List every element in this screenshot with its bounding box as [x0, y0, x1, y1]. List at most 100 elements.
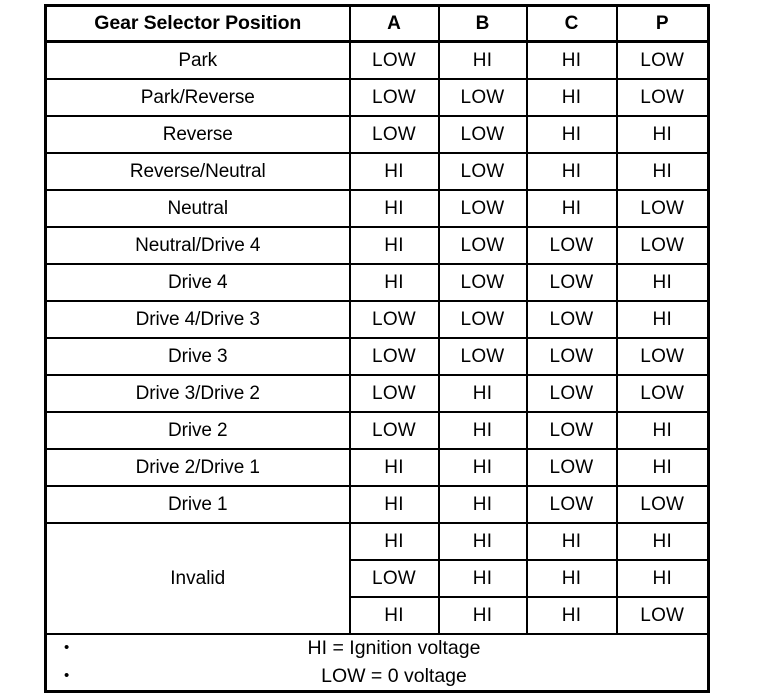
row-label: Drive 2/Drive 1 [44, 448, 351, 487]
table-row: Drive 2/Drive 1 HI HI LOW HI [44, 448, 710, 487]
cell-a: HI [348, 596, 440, 635]
cell-a: HI [348, 152, 440, 191]
header-gear-selector-position: Gear Selector Position [44, 4, 351, 43]
cell-c: HI [525, 559, 618, 598]
cell-p: HI [615, 152, 710, 191]
row-label: Drive 3 [44, 337, 351, 376]
cell-c: HI [525, 189, 618, 228]
cell-a: LOW [348, 115, 440, 154]
cell-c: LOW [525, 263, 618, 302]
footnote-row: • HI = Ignition voltage • LOW = 0 voltag… [44, 633, 710, 693]
table-row: Drive 4 HI LOW LOW HI [44, 263, 710, 302]
cell-c: HI [525, 40, 618, 80]
cell-c: LOW [525, 374, 618, 413]
table-row: Park/Reverse LOW LOW HI LOW [44, 78, 710, 117]
cell-a: LOW [348, 374, 440, 413]
cell-b: HI [437, 485, 528, 524]
row-label: Drive 4 [44, 263, 351, 302]
row-label: Neutral [44, 189, 351, 228]
cell-c: LOW [525, 411, 618, 450]
footnote-text: HI = Ignition voltage [307, 637, 481, 659]
cell-p: HI [615, 300, 710, 339]
cell-p: LOW [615, 40, 710, 80]
table-row: Neutral HI LOW HI LOW [44, 189, 710, 228]
footnote-item-low: • LOW = 0 voltage [64, 663, 707, 691]
header-column-b: B [437, 4, 528, 43]
header-column-a: A [348, 4, 440, 43]
bullet-icon: • [64, 666, 70, 684]
cell-p: HI [615, 522, 710, 561]
cell-a: HI [348, 263, 440, 302]
table-row: Drive 1 HI HI LOW LOW [44, 485, 710, 524]
footnote-container: • HI = Ignition voltage • LOW = 0 voltag… [44, 633, 710, 693]
cell-a: LOW [348, 559, 440, 598]
cell-p: LOW [615, 337, 710, 376]
cell-a: LOW [348, 78, 440, 117]
bullet-icon: • [64, 639, 70, 656]
table-body: Park LOW HI HI LOW Park/Reverse LOW LOW … [44, 40, 710, 693]
cell-p: HI [615, 115, 710, 154]
table-row: Drive 2 LOW HI LOW HI [44, 411, 710, 450]
cell-c: LOW [525, 337, 618, 376]
cell-b: HI [437, 374, 528, 413]
cell-b: HI [437, 596, 528, 635]
table-header: Gear Selector Position A B C P [44, 4, 710, 43]
row-label: Reverse/Neutral [44, 152, 351, 191]
row-label-invalid: Invalid [44, 522, 351, 635]
cell-b: LOW [437, 300, 528, 339]
row-label: Reverse [44, 115, 351, 154]
cell-b: LOW [437, 337, 528, 376]
table-row: Reverse/Neutral HI LOW HI HI [44, 152, 710, 191]
cell-a: HI [348, 485, 440, 524]
cell-b: HI [437, 411, 528, 450]
cell-a: LOW [348, 40, 440, 80]
footnote-list: • HI = Ignition voltage • LOW = 0 voltag… [47, 635, 707, 690]
row-label: Drive 1 [44, 485, 351, 524]
cell-b: LOW [437, 263, 528, 302]
table-row: Drive 3/Drive 2 LOW HI LOW LOW [44, 374, 710, 413]
table-row: Drive 4/Drive 3 LOW LOW LOW HI [44, 300, 710, 339]
footnote-item-hi: • HI = Ignition voltage [64, 635, 707, 663]
header-row: Gear Selector Position A B C P [44, 4, 710, 43]
row-label: Park [44, 40, 351, 80]
row-label: Drive 3/Drive 2 [44, 374, 351, 413]
cell-b: LOW [437, 226, 528, 265]
cell-a: LOW [348, 411, 440, 450]
cell-c: HI [525, 596, 618, 635]
cell-a: LOW [348, 337, 440, 376]
gear-selector-position-table: Gear Selector Position A B C P Park LOW … [44, 4, 710, 694]
cell-c: LOW [525, 226, 618, 265]
cell-p: HI [615, 411, 710, 450]
cell-p: LOW [615, 485, 710, 524]
cell-c: LOW [525, 485, 618, 524]
cell-p: LOW [615, 189, 710, 228]
table-row-invalid: HI HI HI LOW [46, 596, 710, 635]
table-row: Neutral/Drive 4 HI LOW LOW LOW [44, 226, 710, 265]
header-column-p: P [615, 4, 710, 43]
cell-a: HI [348, 189, 440, 228]
cell-b: HI [437, 448, 528, 487]
footnote-text: LOW = 0 voltage [321, 664, 467, 687]
cell-a: HI [348, 448, 440, 487]
cell-c: HI [525, 78, 618, 117]
cell-a: LOW [348, 300, 440, 339]
cell-p: HI [615, 448, 710, 487]
cell-p: LOW [615, 596, 710, 635]
table-row: Reverse LOW LOW HI HI [44, 115, 710, 154]
cell-a: HI [348, 226, 440, 265]
table-row-invalid: LOW HI HI HI [46, 559, 710, 598]
row-label: Drive 2 [44, 411, 351, 450]
cell-a: HI [348, 522, 440, 561]
cell-b: HI [437, 40, 528, 80]
cell-p: LOW [615, 78, 710, 117]
table-row-invalid: Invalid HI HI HI HI [44, 522, 710, 635]
row-label: Neutral/Drive 4 [44, 226, 351, 265]
cell-b: LOW [437, 152, 528, 191]
cell-b: LOW [437, 115, 528, 154]
table-row: Drive 3 LOW LOW LOW LOW [44, 337, 710, 376]
cell-c: HI [525, 115, 618, 154]
cell-p: LOW [615, 374, 710, 413]
cell-c: LOW [525, 448, 618, 487]
cell-p: LOW [615, 226, 710, 265]
